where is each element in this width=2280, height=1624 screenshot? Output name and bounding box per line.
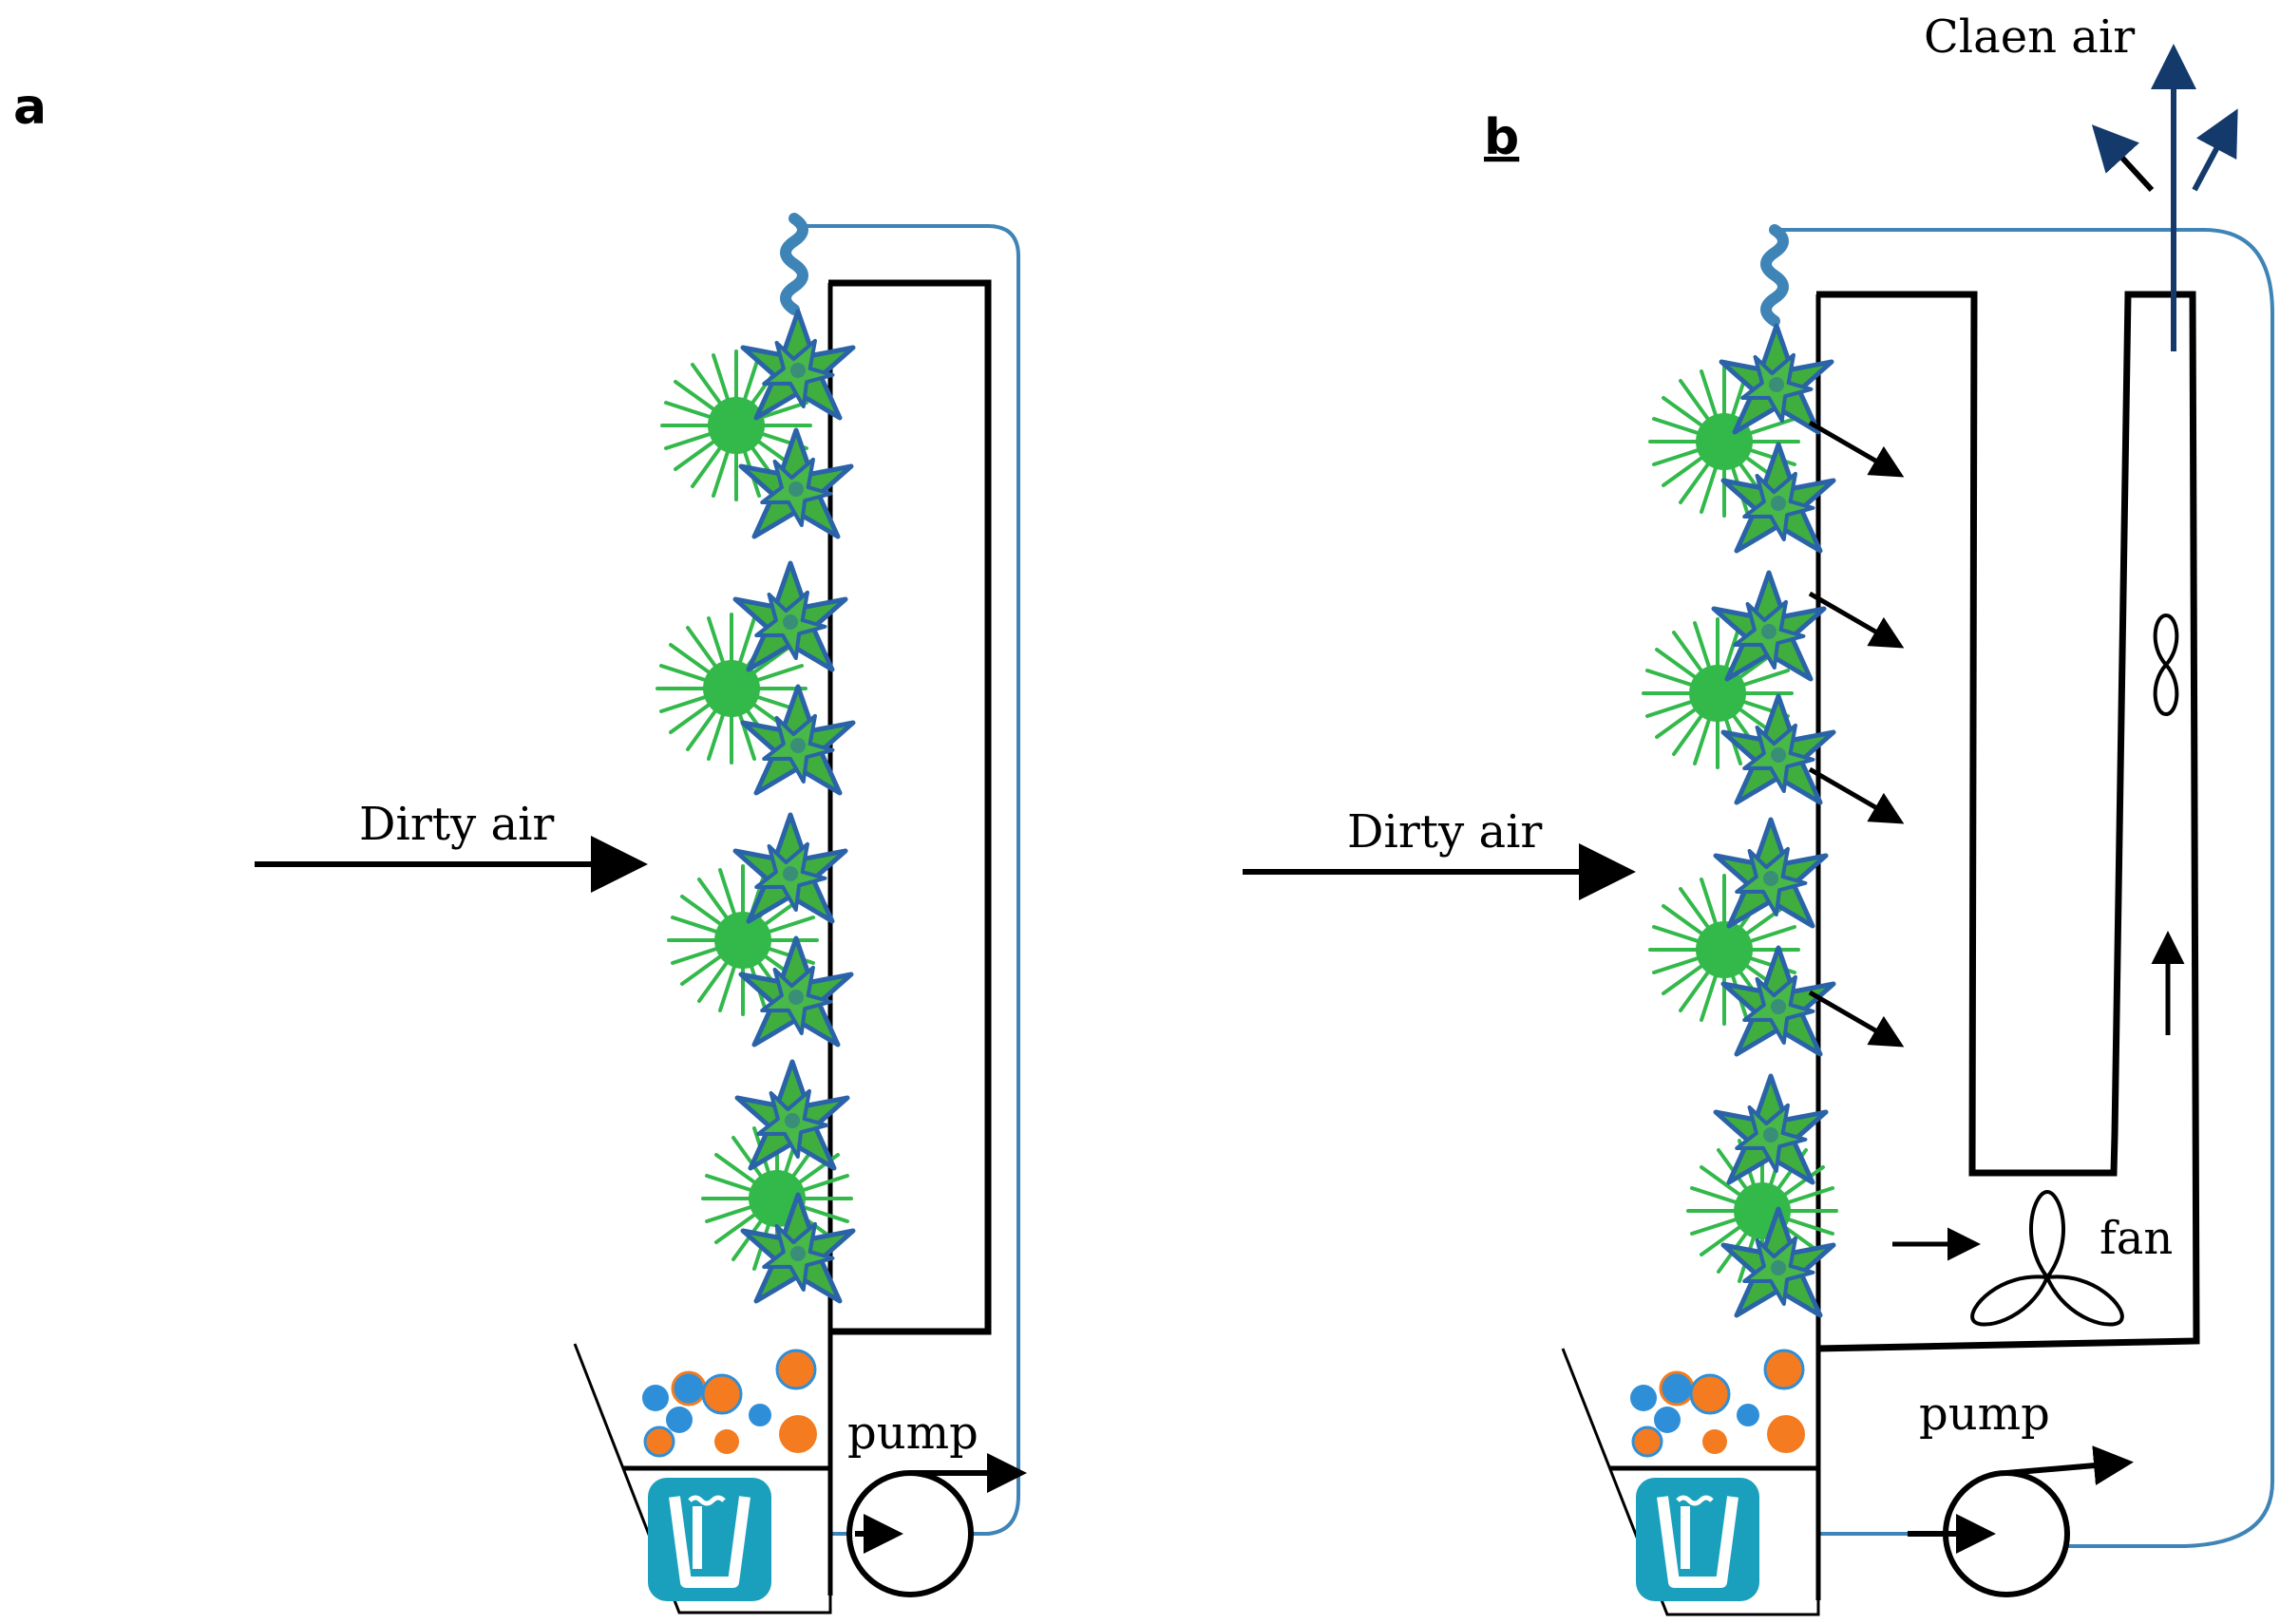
panel-b-water-outlet xyxy=(1766,230,1783,321)
plant-icon xyxy=(1716,820,1826,926)
panel-b-dirty-air-label: Dirty air xyxy=(1347,805,1542,859)
panel-a: a Dirty air xyxy=(13,79,1027,1615)
panel-a-pump-label: pump xyxy=(847,1407,978,1460)
panel-a-water-pipe xyxy=(796,224,1020,1536)
panel-b-fan-label: fan xyxy=(2100,1212,2173,1265)
panel-a-pebbles xyxy=(642,1349,817,1458)
panel-a-dirty-air-label: Dirty air xyxy=(359,798,554,851)
panel-b-water-pipe xyxy=(1776,228,2274,1548)
panel-a-frame xyxy=(828,279,992,1335)
panel-a-substrate-bin xyxy=(573,1343,832,1615)
panel-b-clean-air-arrows xyxy=(2091,44,2238,351)
panel-a-label: a xyxy=(13,79,47,136)
plant-icon xyxy=(743,687,853,793)
pump-icon xyxy=(846,1453,1027,1597)
panel-b-pebbles xyxy=(1630,1349,1805,1458)
panel-b: b xyxy=(1243,10,2274,1616)
panel-a-water-outlet xyxy=(786,218,803,310)
plant-icon xyxy=(1714,573,1824,679)
panel-b-label: b xyxy=(1484,109,1519,166)
plant-icon xyxy=(1721,326,1832,432)
water-reservoir-icon xyxy=(1636,1478,1759,1601)
panel-b-substrate-bin xyxy=(1561,1348,1820,1616)
panel-b-plants xyxy=(1642,326,1838,1315)
plant-icon xyxy=(741,430,851,537)
panel-b-duct-frame xyxy=(1815,291,2200,1352)
water-reservoir-icon xyxy=(648,1478,771,1601)
small-fan-icon xyxy=(2153,613,2179,717)
plant-icon xyxy=(743,312,853,418)
pump-icon xyxy=(1908,1445,2134,1597)
panel-a-plants xyxy=(656,312,853,1301)
panel-b-clean-air-label: Claen air xyxy=(1924,10,2135,64)
panel-b-pump-label: pump xyxy=(1919,1388,2050,1441)
panel-b-airflow-arrows xyxy=(1808,420,1905,1048)
